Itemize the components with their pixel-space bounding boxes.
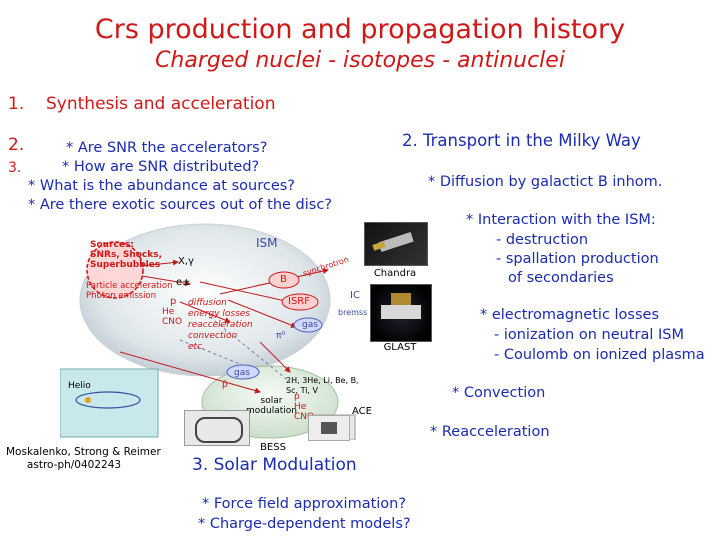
sources-line-2: Superbubbles	[90, 260, 161, 270]
propagation-list: diffusion energy losses reacceleration c…	[188, 298, 253, 353]
helio-label: Helio	[68, 381, 91, 391]
number-3: 3.	[8, 160, 22, 176]
gas-lower-label: gas	[234, 368, 250, 378]
transport-reacceleration: * Reacceleration	[430, 424, 550, 440]
section1-number: 1.	[8, 94, 25, 114]
glast-label: GLAST	[383, 342, 417, 353]
transport-heading: 2. Transport in the Milky Way	[402, 131, 641, 150]
spallation-line-2: Sc, Ti, V	[286, 386, 318, 395]
bess-label: BESS	[260, 442, 286, 453]
he-label: He	[162, 307, 175, 317]
solar-heading: 3. Solar Modulation	[192, 455, 357, 475]
credit-reference: astro-ph/0402243	[26, 459, 122, 471]
solar-modulation-label: solar modulation	[246, 396, 297, 416]
transport-destruction: - destruction	[496, 232, 589, 248]
question-2: * How are SNR distributed?	[62, 159, 260, 175]
solar-item-1: * Force field approximation?	[202, 496, 407, 512]
ic-label: IC	[350, 290, 360, 301]
sources-box: Sources: SNRs, Shocks, Superbubbles	[90, 240, 162, 270]
gas-label: gas	[302, 320, 318, 330]
bremss-label: bremss	[338, 308, 368, 317]
he-cno-labels: He CNO	[162, 307, 182, 327]
particle-acceleration: Particle acceleration Photon emission	[86, 281, 172, 301]
sources-circle	[86, 241, 144, 299]
xgamma-label: X,γ	[178, 256, 194, 267]
question-1: * Are SNR the accelerators?	[66, 140, 268, 156]
pi0-label: π⁰	[276, 331, 286, 341]
isrf-label: ISRF	[288, 296, 310, 307]
question-3: * What is the abundance at sources?	[28, 178, 295, 194]
lower-particles: p He CNO	[294, 392, 314, 422]
spallation-products: 2H, 3He, Li, Be, B, Sc, Ti, V	[286, 376, 359, 396]
chandra-image	[364, 222, 428, 266]
p-label: p	[170, 296, 177, 307]
prop-diffusion: diffusion	[188, 298, 227, 308]
page-subtitle: Charged nuclei - isotopes - antinuclei	[155, 48, 565, 73]
transport-diffusion: * Diffusion by galactict B inhom.	[428, 174, 663, 190]
transport-convection: * Convection	[452, 385, 546, 401]
credit: Moskalenko, Strong & Reimer astro-ph/040…	[6, 446, 161, 472]
e-plus-minus-label: e±	[176, 277, 191, 288]
ace-image	[308, 415, 350, 441]
question-4: * Are there exotic sources out of the di…	[28, 197, 333, 213]
prop-reacceleration: reacceleration	[188, 320, 253, 330]
lower-cno: CNO	[294, 412, 315, 422]
helio-box	[60, 368, 159, 438]
section1-label: Synthesis and acceleration	[46, 94, 276, 114]
sources-title: Sources:	[90, 240, 134, 250]
prop-energy-losses: energy losses	[188, 309, 250, 319]
particle-accel-line: Particle acceleration	[86, 281, 173, 291]
b-field-label: B	[280, 274, 287, 285]
bess-image	[184, 410, 250, 446]
solar-mod-line-1: solar	[260, 396, 283, 406]
transport-coulomb: - Coulomb on ionized plasma	[494, 347, 705, 363]
chandra-label: Chandra	[373, 268, 417, 279]
photon-emission-line: Photon emission	[86, 291, 157, 301]
transport-em-losses: * electromagnetic losses	[480, 307, 660, 323]
lower-p: p	[294, 392, 300, 402]
prop-convection: convection	[188, 331, 238, 341]
transport-ionization: - ionization on neutral ISM	[494, 327, 684, 343]
solar-mod-line-2: modulation	[246, 406, 297, 416]
transport-interaction-title: * Interaction with the ISM:	[466, 212, 656, 228]
spallation-line-1: 2H, 3He, Li, Be, B,	[286, 376, 359, 385]
transport-secondaries: of secondaries	[508, 270, 614, 286]
ism-label: ISM	[256, 236, 278, 250]
credit-authors: Moskalenko, Strong & Reimer	[6, 446, 161, 458]
page-title: Crs production and propagation history	[94, 14, 626, 45]
number-2: 2.	[8, 135, 25, 155]
transport-spallation: - spallation production	[496, 251, 659, 267]
sources-line-1: SNRs, Shocks,	[90, 250, 163, 260]
pbar-label: p̄	[222, 380, 228, 390]
prop-etc: etc.	[188, 342, 205, 352]
solar-item-2: * Charge-dependent models?	[198, 516, 411, 532]
lower-he: He	[294, 402, 307, 412]
cno-label: CNO	[162, 317, 183, 327]
glast-image	[370, 284, 432, 342]
ace-label: ACE	[352, 406, 372, 417]
